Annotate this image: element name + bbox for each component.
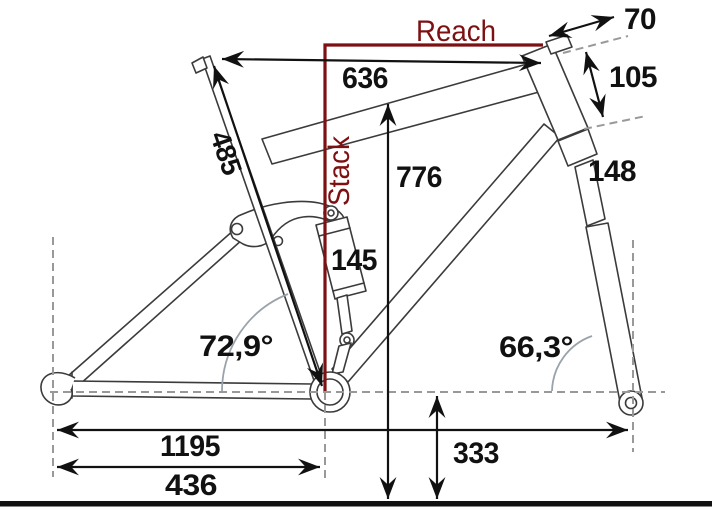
dim-spacer-stack bbox=[548, 15, 615, 38]
ground-line bbox=[0, 501, 712, 507]
seatpost-clamp bbox=[191, 56, 208, 74]
chainstay-value: 436 bbox=[165, 469, 217, 502]
wheelbase-value: 1195 bbox=[160, 430, 220, 463]
head-tube-bottom-guide bbox=[583, 115, 647, 130]
dim-head-tube bbox=[583, 51, 606, 118]
rear-dropout bbox=[40, 371, 76, 406]
dim-top-tube bbox=[221, 50, 542, 72]
stack-label: Stack bbox=[323, 135, 356, 206]
head-tube-value: 105 bbox=[609, 61, 657, 94]
spacer-stack-value: 70 bbox=[624, 3, 656, 36]
dimension-arrows bbox=[57, 15, 628, 499]
shock-lower-eyelet-bushing bbox=[343, 336, 351, 344]
rear-shock bbox=[315, 205, 367, 375]
shock-value: 145 bbox=[331, 244, 377, 277]
top-tube-value: 636 bbox=[342, 62, 388, 95]
dimension-labels: Reach Stack 636 485 70 105 148 776 145 7… bbox=[160, 3, 658, 502]
shock-upper-eyelet-bushing bbox=[327, 209, 335, 217]
fork-crown bbox=[557, 128, 598, 167]
dim-seat-tube bbox=[212, 65, 324, 387]
fork-stanchion bbox=[574, 159, 606, 227]
bb-height-value: 333 bbox=[453, 437, 499, 470]
head-angle-arc bbox=[551, 335, 593, 392]
head-angle-value: 66,3° bbox=[499, 331, 573, 364]
shock-body bbox=[315, 216, 367, 300]
shock-mount-link bbox=[331, 342, 352, 375]
shock-body-cap-bottom bbox=[332, 282, 365, 292]
front-axle bbox=[624, 396, 638, 410]
chainstay-tube bbox=[71, 380, 313, 400]
standover-value: 776 bbox=[396, 161, 442, 194]
reach-label: Reach bbox=[416, 15, 496, 48]
seat-angle-value: 72,9° bbox=[199, 330, 273, 363]
shock-shaft bbox=[336, 294, 353, 335]
reach-stack-bracket bbox=[323, 43, 543, 391]
head-tube-top-guide bbox=[562, 35, 629, 54]
top-tube bbox=[261, 63, 540, 165]
fork-segment-value: 148 bbox=[588, 155, 636, 188]
rocker-pivot-front bbox=[230, 222, 244, 236]
